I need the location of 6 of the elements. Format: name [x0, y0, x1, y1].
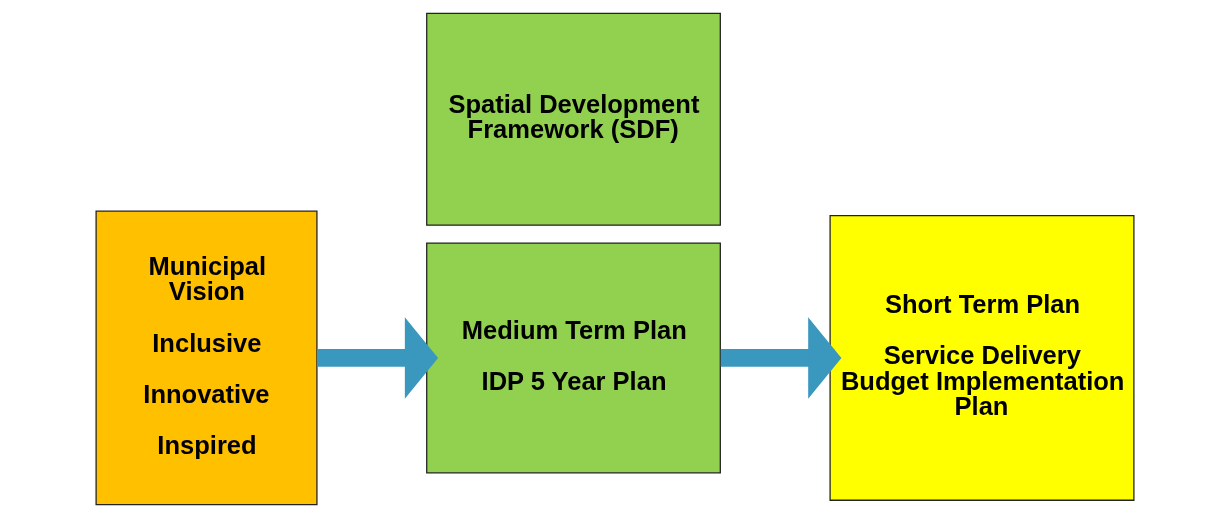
node-box: Spatial Development Framework (SDF): [426, 12, 721, 226]
node-box: Short Term Plan Service Delivery Budget Implementation Plan: [829, 214, 1135, 501]
arrow: [317, 317, 439, 399]
node-box: Municipal Vision Inclusive Innovative Inspired: [95, 210, 318, 506]
arrow: [720, 317, 842, 399]
node-box: Medium Term Plan IDP 5 Year Plan: [426, 242, 721, 474]
